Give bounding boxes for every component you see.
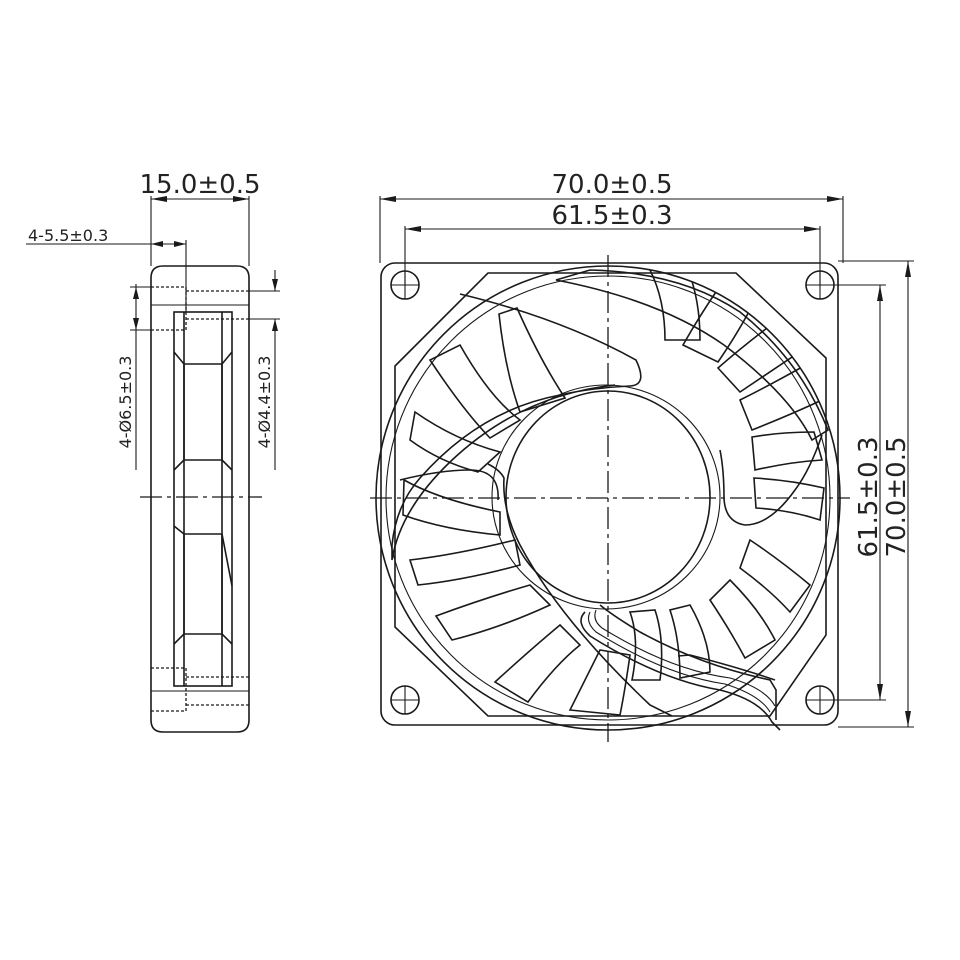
overall-height-label: 70.0±0.5 <box>882 436 912 557</box>
overall-width-label: 70.0±0.5 <box>551 170 672 200</box>
side-hub-outline <box>173 311 233 687</box>
side-frame-outline <box>150 265 250 733</box>
thickness-dimension-label: 15.0±0.5 <box>139 170 260 200</box>
lead-wire-inner <box>599 604 777 720</box>
side-view: 15.0±0.5 4-5.5±0.3 4-Ø6.5±0.3 4-Ø4.4±0.3 <box>26 170 280 733</box>
mounting-hole-bottom-left <box>390 685 420 715</box>
strut-upper-left <box>391 293 642 561</box>
strut-lower-left <box>487 463 673 717</box>
front-view: 70.0±0.5 61.5±0.3 61.5±0.3 70.0±0.5 <box>370 170 914 742</box>
lead-wire-outer <box>580 611 781 731</box>
hole-spacing-height-label: 61.5±0.3 <box>854 436 884 557</box>
hole-inner-diameter-label: 4-Ø4.4±0.3 <box>255 356 274 449</box>
hole-spacing-width-label: 61.5±0.3 <box>551 201 672 231</box>
flange-dimension-label: 4-5.5±0.3 <box>28 226 108 245</box>
strut-right-hook <box>719 434 823 526</box>
strut-upper-right-shroud <box>555 269 829 442</box>
hole-outer-diameter-label: 4-Ø6.5±0.3 <box>116 356 135 449</box>
frame-outline <box>380 262 839 726</box>
frame-octagon <box>394 272 827 717</box>
strut-left-hook <box>399 469 499 501</box>
